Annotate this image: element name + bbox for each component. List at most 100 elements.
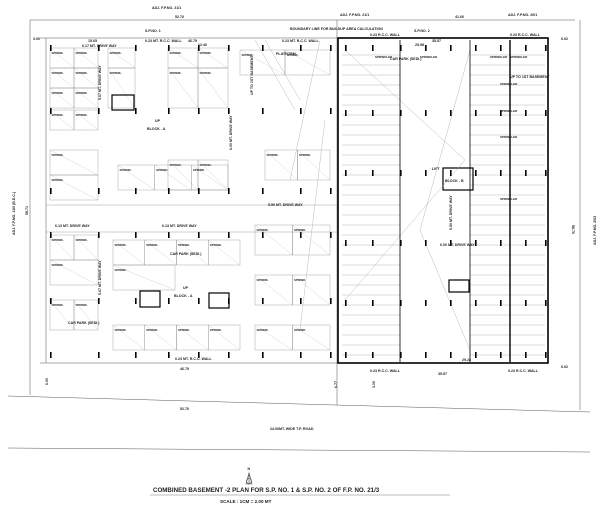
stall-label: SPRINK. (146, 328, 158, 332)
column (475, 110, 477, 116)
dim-setback-right: 6.02 (561, 37, 568, 41)
stall-label: SPRINK. (52, 51, 64, 55)
up-label: UP (155, 119, 161, 123)
dim-sp1-bottom: 46.79 (180, 367, 189, 371)
stall-label: SPRINK. (210, 243, 222, 247)
stall-label: SPRINK. (110, 51, 122, 55)
column (450, 240, 452, 246)
column (168, 352, 170, 358)
column (425, 110, 427, 116)
adjacent-top-left: ADJ. F.P.NO. 21/1 (152, 6, 181, 10)
column (345, 45, 347, 51)
adjacent-right: ADJ. F.P.NO. 20/2 (593, 216, 597, 245)
column (545, 240, 547, 246)
ramp-line (254, 39, 326, 331)
stall-label: SPRINK. (76, 238, 88, 242)
stall-diagonal (73, 234, 99, 261)
column (50, 298, 52, 304)
stall-diagonal (297, 149, 331, 181)
parking-stall (292, 274, 331, 306)
stall-diagonal (254, 324, 293, 351)
column (50, 232, 52, 238)
column (475, 352, 477, 358)
column (228, 188, 230, 194)
column (168, 188, 170, 194)
stall-diagonal (112, 324, 145, 351)
dim-setback-top: 3.00 (33, 37, 40, 41)
stair-lift-core (208, 292, 230, 309)
column (168, 108, 170, 114)
stall-label: SPRINK. (210, 328, 222, 332)
column (262, 45, 264, 51)
stall-label: SPRINK. (120, 168, 132, 172)
stall-diagonal (49, 174, 99, 201)
parking-stall (73, 109, 99, 131)
stall-diagonal (49, 87, 75, 109)
stall-label: SPRINK. (52, 153, 64, 157)
column (372, 110, 374, 116)
plot-label-sp2: S.P.NO. 2 (414, 29, 430, 33)
column (98, 352, 100, 358)
stall-label: SPRINK. (76, 113, 88, 117)
dim-left-height: 58.71 (25, 206, 29, 215)
north-label: N (248, 467, 251, 471)
stall-label: SPRINK. (267, 153, 279, 157)
column (135, 45, 137, 51)
column (228, 352, 230, 358)
stall-diagonal (73, 67, 99, 89)
stall-diagonal (73, 47, 99, 69)
stall-diagonal (49, 109, 75, 131)
rcc-wall-sp1: 0.23 MT. R.C.C. WALL (145, 39, 183, 43)
parking-stall (208, 239, 241, 266)
parking-stall (73, 87, 99, 109)
stall-diagonal (117, 164, 155, 191)
column (400, 110, 402, 116)
column (450, 45, 452, 51)
lift-label: LIFT (432, 167, 440, 171)
driveway-label: 6.00 MT. DRIVE WAY (229, 115, 233, 150)
stall-diagonal (73, 87, 99, 109)
column (400, 240, 402, 246)
sprinkler-label: SPRINKLER (500, 82, 518, 86)
column (330, 45, 332, 51)
stall-diagonal (208, 324, 241, 351)
parking-stall (197, 67, 229, 109)
column (168, 45, 170, 51)
stall-diagonal (292, 224, 331, 256)
column (372, 240, 374, 246)
stall-diagonal (49, 234, 75, 261)
rcc-wall-bottom-left: 0.23 R.C.C. WALL (370, 369, 401, 373)
column (50, 352, 52, 358)
stall-label: SPRINK. (52, 238, 64, 242)
column (372, 45, 374, 51)
parking-stall (284, 49, 331, 76)
column (262, 232, 264, 238)
stall-diagonal (254, 224, 293, 256)
stall-label: SPRINK. (52, 303, 64, 307)
dim-top-right: 41.60 (455, 15, 464, 19)
rcc-wall-sp1b: 0.23 MT. R.C.C. WALL (282, 39, 320, 43)
road-edge (7, 395, 591, 413)
column (262, 188, 264, 194)
column (300, 232, 302, 238)
column (545, 170, 547, 176)
column (372, 300, 374, 306)
plot-label-sp1: S.P.NO. 1 (145, 29, 161, 33)
stall-diagonal (112, 264, 176, 291)
dim-right-height: 58.76 (571, 225, 575, 234)
stall-diagonal (107, 67, 136, 109)
stall-diagonal (73, 109, 99, 131)
column (330, 232, 332, 238)
column (198, 108, 200, 114)
stall-label: SPRINK. (115, 243, 127, 247)
sprinkler-label: SPRINKLER (500, 135, 518, 139)
column (50, 108, 52, 114)
parking-stall (292, 224, 331, 256)
column (228, 45, 230, 51)
boundary-note: BOUNDARY LINE FOR BUILDUP AREA CALCULATI… (290, 27, 383, 31)
parking-stall (208, 324, 241, 351)
stall-diagonal (191, 164, 229, 191)
block-a-label: BLOCK - A (174, 294, 193, 298)
stall-label: SPRINK. (299, 153, 311, 157)
stall-label: SPRINK. (52, 71, 64, 75)
